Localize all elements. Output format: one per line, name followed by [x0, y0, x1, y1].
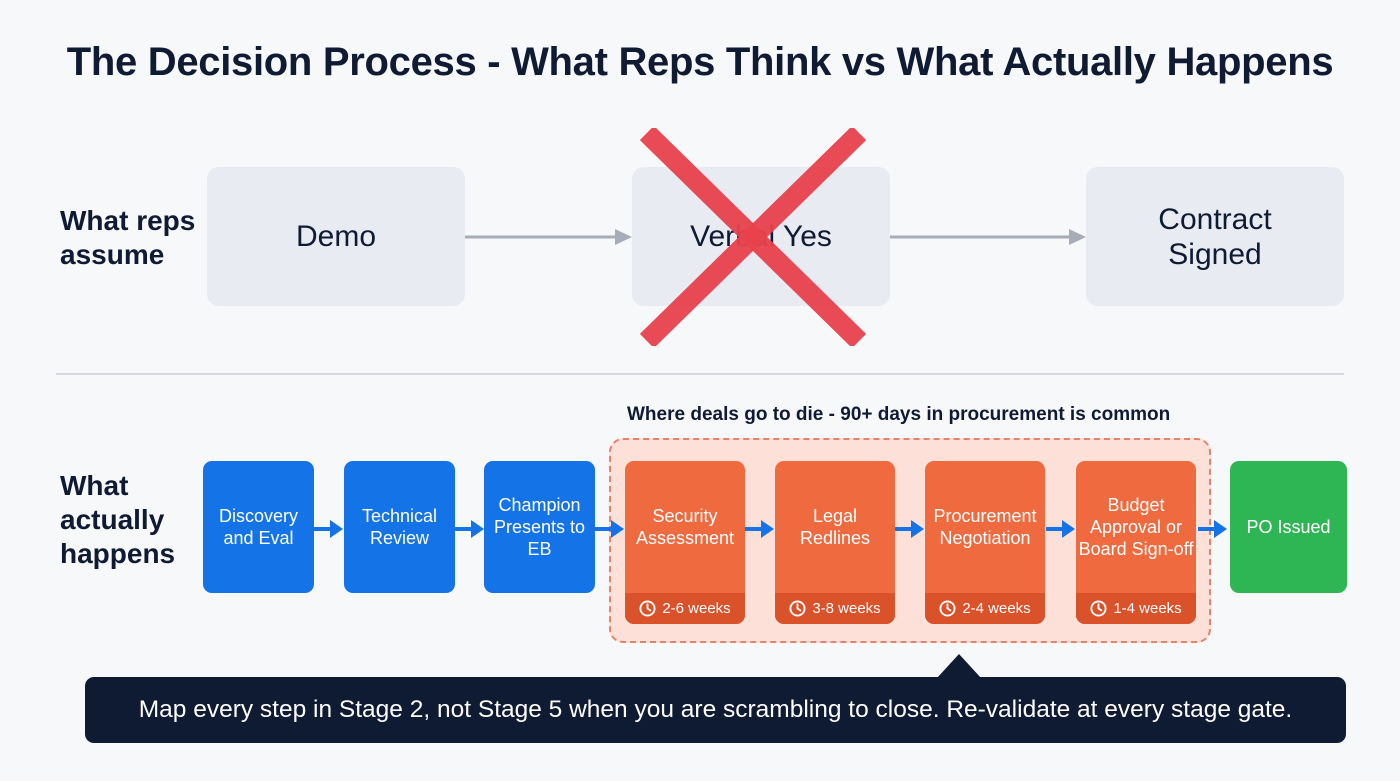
assume-step-contract-signed: Contract Signed — [1086, 167, 1344, 306]
step-budget-approval: Budget Approval or Board Sign-off 1-4 we… — [1076, 461, 1196, 624]
assume-row-label: What reps assume — [60, 204, 195, 272]
assume-step-label: Demo — [295, 220, 377, 253]
step-label: Budget Approval or Board Sign-off — [1078, 495, 1194, 559]
assume-step-demo: Demo — [207, 167, 465, 306]
duration-text: 1-4 weeks — [1113, 599, 1182, 617]
duration-badge: 3-8 weeks — [775, 593, 895, 624]
actual-label-text: What actually happens — [60, 470, 176, 569]
assume-arrow-2 — [890, 229, 1086, 245]
flow-arrow-icon — [455, 520, 484, 538]
step-label: Discovery and Eval — [218, 506, 298, 548]
duration-badge: 2-4 weeks — [925, 593, 1045, 624]
danger-zone-caption-text: Where deals go to die - 90+ days in proc… — [627, 404, 1171, 425]
clock-icon — [639, 600, 656, 617]
step-label: Champion Presents to EB — [493, 495, 586, 559]
callout-banner: Map every step in Stage 2, not Stage 5 w… — [85, 677, 1346, 743]
duration-text: 3-8 weeks — [812, 599, 881, 617]
step-label: Legal Redlines — [799, 506, 871, 548]
duration-text: 2-4 weeks — [962, 599, 1031, 617]
step-po-issued: PO Issued — [1230, 461, 1347, 593]
assume-label-text: What reps assume — [60, 205, 196, 270]
clock-icon — [939, 600, 956, 617]
assume-arrow-1 — [465, 229, 632, 245]
callout-text: Map every step in Stage 2, not Stage 5 w… — [138, 696, 1293, 723]
step-champion-presents: Champion Presents to EB — [484, 461, 595, 593]
actual-row-label: What actually happens — [60, 469, 175, 571]
step-label: Procurement Negotiation — [933, 506, 1037, 548]
assume-step-label: Contract Signed — [1158, 202, 1272, 271]
step-label: Security Assessment — [635, 506, 735, 548]
flow-arrow-icon — [895, 520, 924, 538]
duration-badge: 2-6 weeks — [625, 593, 745, 624]
flow-arrow-icon — [1198, 520, 1227, 538]
clock-icon — [1090, 600, 1107, 617]
step-procurement-negotiation: Procurement Negotiation 2-4 weeks — [925, 461, 1045, 624]
step-technical-review: Technical Review — [344, 461, 455, 593]
clock-icon — [789, 600, 806, 617]
duration-text: 2-6 weeks — [662, 599, 731, 617]
page-title: The Decision Process - What Reps Think v… — [66, 40, 1334, 84]
flow-arrow-icon — [1046, 520, 1075, 538]
step-legal-redlines: Legal Redlines 3-8 weeks — [775, 461, 895, 624]
flow-arrow-icon — [314, 520, 343, 538]
step-security-assessment: Security Assessment 2-6 weeks — [625, 461, 745, 624]
flow-arrow-icon — [595, 520, 624, 538]
duration-badge: 1-4 weeks — [1076, 593, 1196, 624]
callout-pointer — [937, 654, 981, 678]
step-label: Technical Review — [361, 506, 438, 548]
step-label: PO Issued — [1246, 517, 1331, 537]
step-discovery-and-eval: Discovery and Eval — [203, 461, 314, 593]
red-cross-icon — [640, 128, 866, 346]
section-divider — [56, 373, 1344, 375]
flow-arrow-icon — [745, 520, 774, 538]
